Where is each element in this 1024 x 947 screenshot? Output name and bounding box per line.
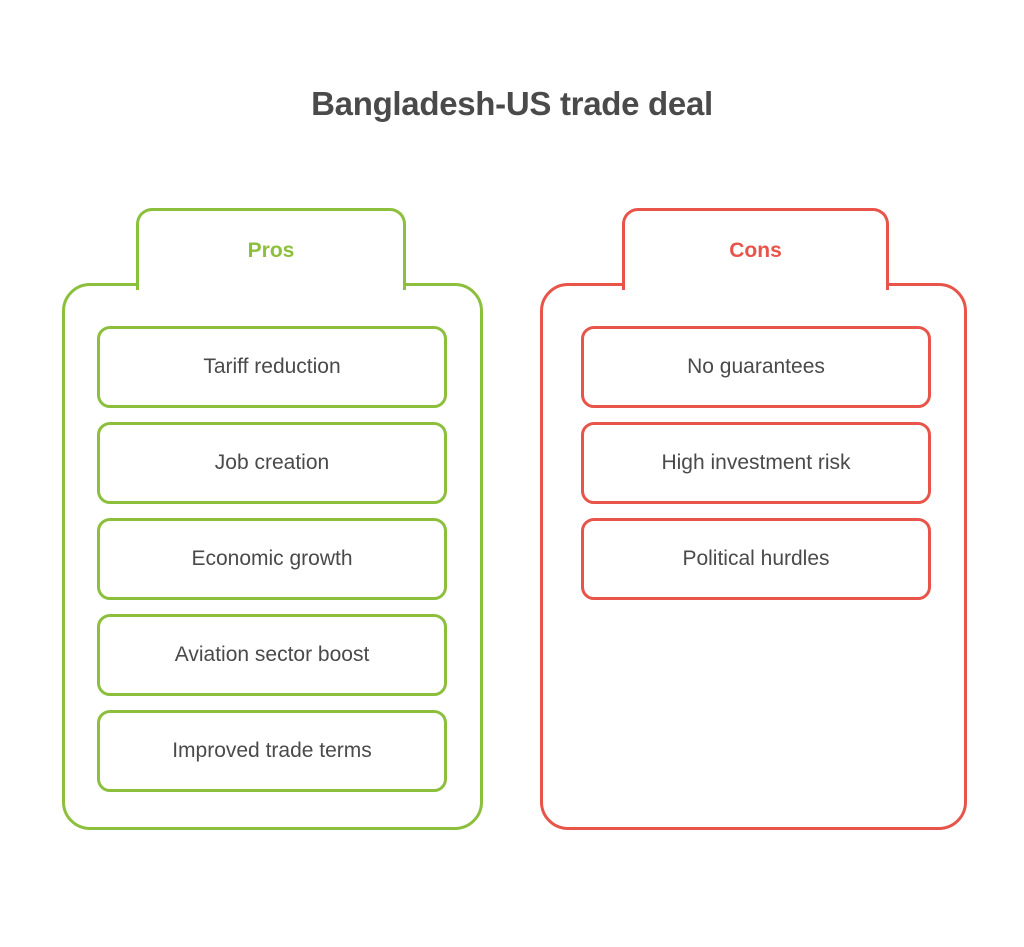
pros-tab[interactable]: Pros: [136, 208, 406, 290]
page-title: Bangladesh-US trade deal: [311, 85, 713, 122]
cons-tab-label: Cons: [729, 238, 782, 262]
list-item-label: Improved trade terms: [172, 739, 372, 762]
list-item[interactable]: Aviation sector boost: [97, 614, 447, 696]
list-item-label: Economic growth: [191, 547, 353, 570]
list-item[interactable]: High investment risk: [581, 422, 931, 504]
list-item-label: Tariff reduction: [203, 355, 341, 378]
list-item[interactable]: Job creation: [97, 422, 447, 504]
cons-tab[interactable]: Cons: [622, 208, 889, 290]
list-item-label: Job creation: [214, 451, 330, 474]
list-item[interactable]: Tariff reduction: [97, 326, 447, 408]
list-item-label: High investment risk: [661, 451, 851, 474]
cons-item-list: No guarantees High investment risk Polit…: [581, 326, 931, 600]
list-item-label: Aviation sector boost: [174, 643, 370, 666]
list-item-label: No guarantees: [687, 355, 825, 378]
list-item-label: Political hurdles: [682, 547, 830, 570]
list-item[interactable]: Economic growth: [97, 518, 447, 600]
list-item[interactable]: Improved trade terms: [97, 710, 447, 792]
list-item[interactable]: Political hurdles: [581, 518, 931, 600]
pros-item-list: Tariff reduction Job creation Economic g…: [97, 326, 447, 792]
pros-tab-label: Pros: [247, 238, 295, 262]
list-item[interactable]: No guarantees: [581, 326, 931, 408]
